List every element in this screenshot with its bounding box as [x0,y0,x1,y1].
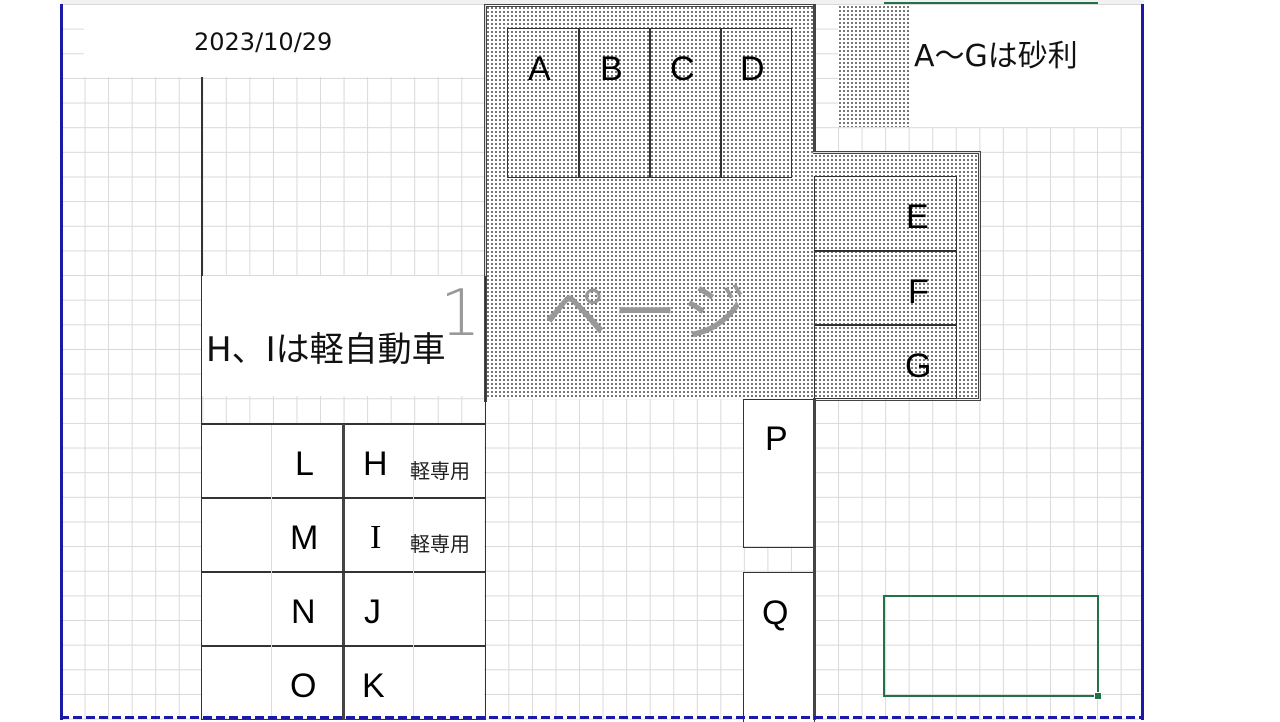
fill-handle[interactable] [1094,692,1102,700]
page-watermark: 1 ページ [440,262,752,354]
parking-space-c[interactable]: C [670,50,695,88]
parking-space-i[interactable]: I [370,519,382,556]
divider-line [813,399,816,720]
space-q-background [744,573,813,720]
divider-line [578,28,580,178]
divider-line [814,324,957,326]
parking-space-h[interactable]: H [363,445,388,483]
selection-top-edge [884,2,1098,4]
parking-space-j[interactable]: J [364,593,381,631]
kei-note-background [202,276,484,396]
parking-space-b[interactable]: B [600,50,623,88]
gridline [271,425,272,717]
kei-only-note-i: 軽専用 [410,532,470,556]
gravel-area-right [814,154,978,398]
parking-space-n[interactable]: N [291,593,316,631]
gravel-note-background [910,5,1141,127]
page-break-left [60,4,63,720]
parking-space-a[interactable]: A [528,50,551,88]
gridline [413,425,414,717]
parking-space-p[interactable]: P [765,420,788,458]
parking-space-m[interactable]: M [290,519,319,557]
parking-space-e[interactable]: E [906,198,929,236]
parking-space-l[interactable]: L [295,445,314,483]
spaces-e-g-frame [814,176,957,399]
divider-line [814,250,957,252]
page-label: ページ [543,277,752,351]
page-break-bottom [60,716,1144,719]
parking-space-g[interactable]: G [905,347,932,385]
divider-line [649,28,651,178]
date-cell[interactable]: 2023/10/29 [194,28,333,56]
page-number: 1 [440,277,487,351]
gravel-note-text[interactable]: A～Gは砂利 [914,39,1078,74]
parking-space-q[interactable]: Q [762,594,789,632]
kei-note-text[interactable]: H、Iは軽自動車 [206,330,446,370]
gravel-area-border [484,4,816,402]
parking-space-f[interactable]: F [908,273,929,311]
gravel-strip-top [838,5,910,127]
kei-only-note-h: 軽専用 [410,459,470,483]
cell-selection[interactable] [883,595,1099,697]
page-break-right [1141,4,1144,720]
parking-space-o[interactable]: O [290,667,317,705]
divider-line [201,77,203,277]
parking-space-d[interactable]: D [740,50,765,88]
space-p-background [744,400,813,546]
divider-line [201,571,486,573]
gravel-area-right-border [813,151,981,401]
date-cell-background [84,5,484,77]
parking-space-k[interactable]: K [362,667,385,705]
divider-line [201,497,486,499]
divider-line [720,28,722,178]
divider-line [201,645,486,647]
gravel-border-right [813,4,816,152]
